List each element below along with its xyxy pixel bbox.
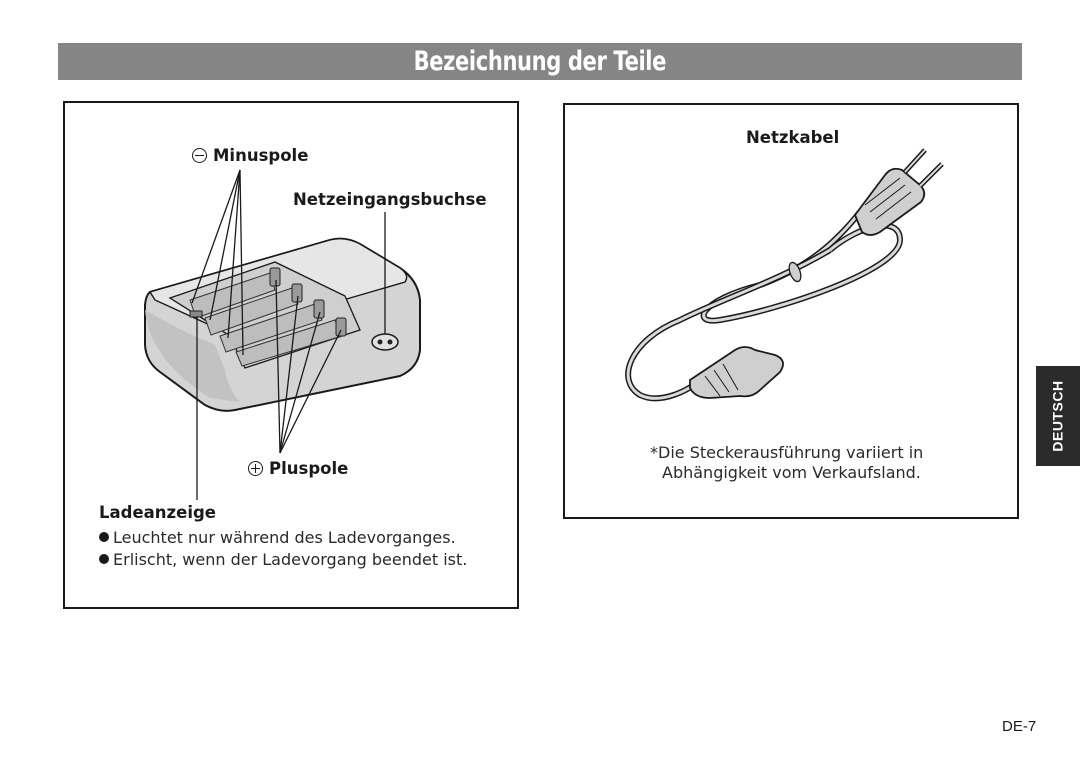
page-number: DE-7: [1002, 718, 1037, 735]
title-bar: Bezeichnung der Teile: [58, 43, 1022, 80]
charger-illustration: [144, 169, 421, 500]
cable-panel: [563, 103, 1019, 519]
minus-poles-text: Minuspole: [213, 146, 309, 165]
charger-panel: [63, 101, 519, 609]
language-tab-text: DEUTSCH: [1050, 380, 1067, 452]
indicator-label: Ladeanzeige: [99, 503, 216, 522]
plus-symbol-icon: [248, 461, 263, 476]
indicator-note-1: Leuchtet nur während des Ladevorganges.: [99, 528, 456, 547]
indicator-note-2: Erlischt, wenn der Ladevorgang beendet i…: [99, 550, 467, 569]
language-tab: DEUTSCH: [1036, 366, 1080, 466]
indicator-note-1-text: Leuchtet nur während des Ladevorganges.: [113, 528, 456, 547]
plug-note-line-2: Abhängigkeit vom Verkaufsland.: [662, 463, 921, 482]
power-cable-illustration: [625, 148, 944, 402]
input-socket-label: Netzeingangsbuchse: [293, 190, 487, 209]
minus-poles-label: Minuspole: [192, 146, 308, 165]
power-cable-label: Netzkabel: [746, 128, 840, 147]
plus-poles-label: Pluspole: [248, 459, 348, 478]
plus-poles-text: Pluspole: [269, 459, 349, 478]
page-title: Bezeichnung der Teile: [413, 46, 667, 77]
bullet-icon: [99, 532, 109, 542]
minus-symbol-icon: [192, 148, 207, 163]
indicator-note-2-text: Erlischt, wenn der Ladevorgang beendet i…: [113, 550, 468, 569]
bullet-icon: [99, 554, 109, 564]
plug-note-line-1: *Die Steckerausführung variiert in: [650, 443, 924, 462]
